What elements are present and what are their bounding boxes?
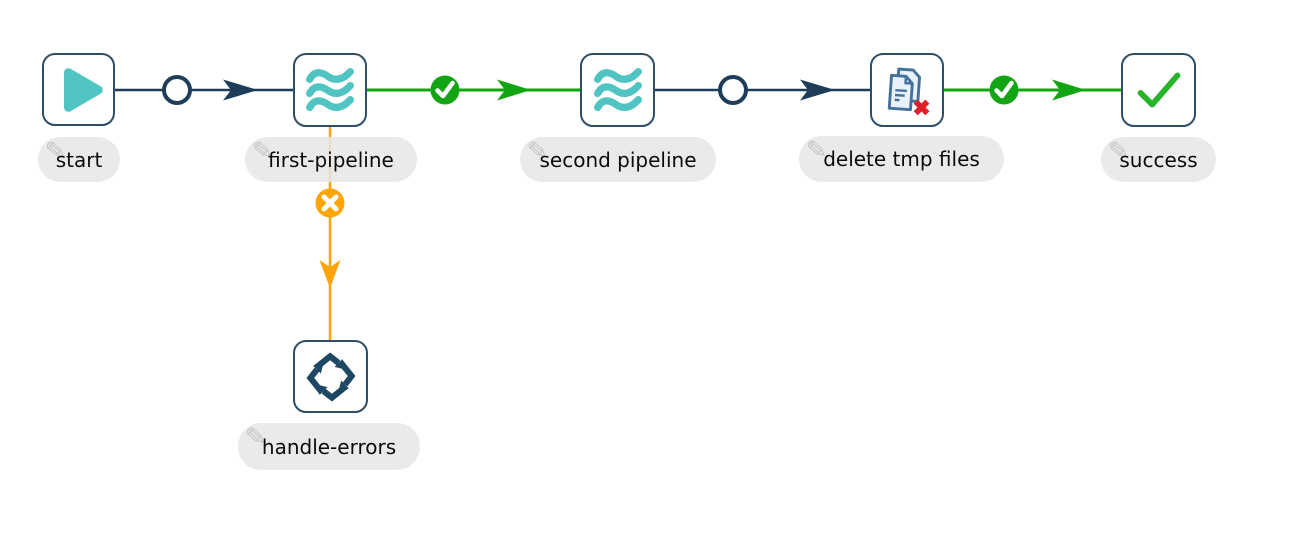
node-first-pipeline[interactable] — [293, 53, 367, 127]
node-handle-errors[interactable] — [293, 340, 368, 413]
node-label-text: delete tmp files — [823, 147, 980, 171]
node-success[interactable] — [1121, 53, 1196, 127]
unconditional-marker-icon[interactable] — [718, 75, 748, 105]
hop-delete-tmp-files-to-success[interactable] — [944, 75, 1121, 105]
node-label-delete-tmp-files[interactable]: ✎ delete tmp files — [799, 134, 1004, 182]
node-start[interactable] — [42, 53, 115, 126]
node-label-text: first-pipeline — [268, 147, 394, 172]
node-label-text: start — [55, 147, 103, 172]
pipeline-waves-icon — [593, 67, 642, 112]
node-label-text: success — [1119, 147, 1198, 172]
node-label-text: handle-errors — [261, 434, 397, 459]
node-label-handle-errors[interactable]: ✎ handle-errors — [238, 421, 420, 470]
node-label-second-pipeline[interactable]: ✎ second pipeline — [520, 135, 716, 182]
node-delete-tmp-files[interactable] — [870, 53, 944, 127]
x-glyph — [321, 194, 339, 212]
node-label-first-pipeline[interactable]: ✎ first-pipeline — [245, 135, 417, 182]
delete-files-icon — [887, 67, 930, 116]
hop-first-pipeline-to-second-pipeline[interactable] — [367, 75, 580, 105]
play-icon — [63, 67, 103, 112]
hop-start-to-first-pipeline[interactable] — [115, 75, 293, 105]
success-check-icon — [1137, 72, 1180, 108]
hop-arrowhead — [319, 260, 341, 288]
check-glyph — [994, 80, 1014, 99]
red-x-badge — [913, 99, 930, 116]
pipeline-waves-icon — [306, 67, 354, 112]
node-label-success[interactable]: ✎ success — [1101, 135, 1216, 182]
node-label-start[interactable]: ✎ start — [38, 135, 120, 182]
unconditional-marker-icon[interactable] — [162, 75, 192, 105]
repeat-arrows-icon — [305, 351, 356, 402]
hop-arrowhead — [800, 79, 835, 101]
hop-arrowhead — [223, 79, 258, 101]
node-second-pipeline[interactable] — [580, 53, 655, 127]
node-label-text: second pipeline — [539, 147, 697, 172]
hop-second-pipeline-to-delete-tmp-files[interactable] — [655, 75, 870, 105]
check-glyph — [435, 80, 455, 99]
hop-arrowhead — [1052, 79, 1086, 101]
hop-arrowhead — [497, 79, 531, 101]
